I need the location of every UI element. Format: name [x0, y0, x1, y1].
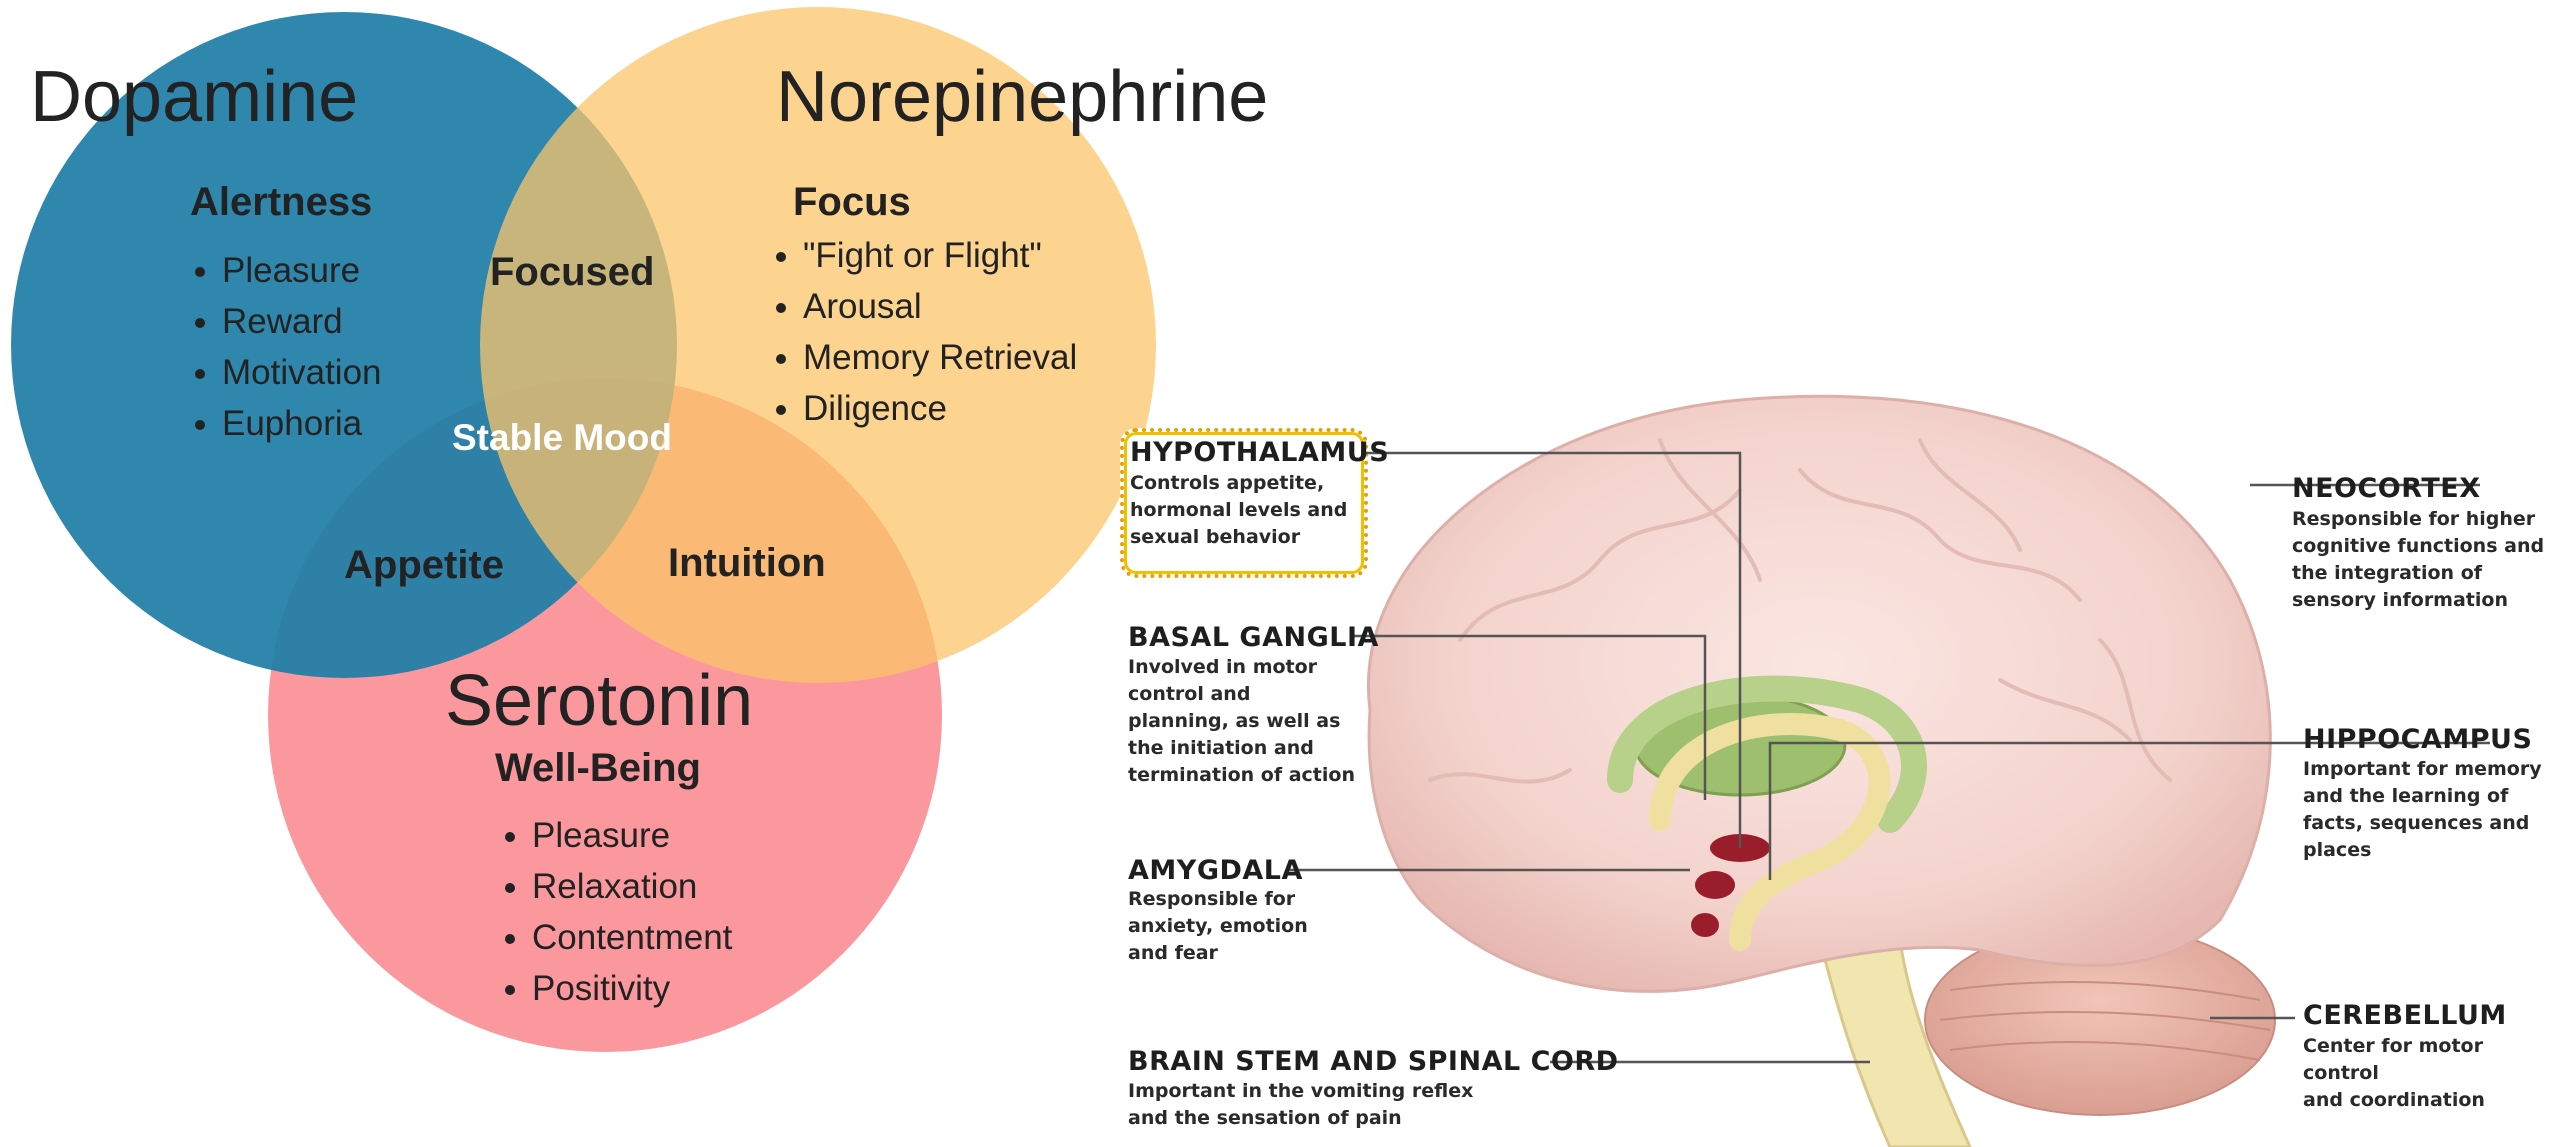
- basal-ganglia-desc: Involved in motor control and planning, …: [1128, 654, 1355, 789]
- serotonin-list: Pleasure Relaxation Contentment Positivi…: [496, 810, 732, 1014]
- norepinephrine-subtitle: Focus: [793, 180, 911, 225]
- list-item: Relaxation: [532, 861, 732, 912]
- list-item: "Fight or Flight": [803, 230, 1077, 281]
- hypothalamus-desc: Controls appetite, hormonal levels and s…: [1130, 470, 1347, 551]
- serotonin-subtitle: Well-Being: [495, 746, 701, 791]
- list-item: Pleasure: [222, 245, 382, 296]
- list-item: Contentment: [532, 912, 732, 963]
- overlap-appetite: Appetite: [344, 543, 504, 588]
- dopamine-list: Pleasure Reward Motivation Euphoria: [186, 245, 382, 449]
- list-item: Positivity: [532, 963, 732, 1014]
- overlap-intuition: Intuition: [668, 541, 826, 586]
- overlap-focused: Focused: [490, 250, 654, 295]
- serotonin-title: Serotonin: [445, 660, 753, 742]
- cerebellum-desc: Center for motor control and coordinatio…: [2303, 1033, 2554, 1114]
- norepinephrine-list: "Fight or Flight" Arousal Memory Retriev…: [767, 230, 1077, 434]
- hypothalamus-label: HYPOTHALAMUS: [1130, 437, 1389, 468]
- cerebellum-label: CEREBELLUM: [2303, 1000, 2507, 1031]
- neocortex-label: NEOCORTEX: [2292, 473, 2481, 504]
- list-item: Arousal: [803, 281, 1077, 332]
- dopamine-title: Dopamine: [30, 56, 358, 138]
- brain-stem-label: BRAIN STEM AND SPINAL CORD: [1128, 1046, 1619, 1077]
- list-item: Memory Retrieval: [803, 332, 1077, 383]
- list-item: Euphoria: [222, 398, 382, 449]
- overlap-stable-mood: Stable Mood: [452, 417, 672, 459]
- norepinephrine-title: Norepinephrine: [776, 56, 1268, 138]
- neocortex-desc: Responsible for higher cognitive functio…: [2292, 506, 2544, 614]
- brain-stem-desc: Important in the vomiting reflex and the…: [1128, 1078, 1473, 1132]
- list-item: Diligence: [803, 383, 1077, 434]
- amygdala-desc: Responsible for anxiety, emotion and fea…: [1128, 886, 1308, 967]
- list-item: Reward: [222, 296, 382, 347]
- dopamine-subtitle: Alertness: [190, 180, 372, 225]
- amygdala-shape: [1695, 871, 1735, 899]
- hippocampus-desc: Important for memory and the learning of…: [2303, 756, 2542, 864]
- list-item: Pleasure: [532, 810, 732, 861]
- list-item: Motivation: [222, 347, 382, 398]
- hippocampus-label: HIPPOCAMPUS: [2303, 724, 2532, 755]
- basal-ganglia-label: BASAL GANGLIA: [1128, 622, 1379, 653]
- amygdala-label: AMYGDALA: [1128, 855, 1303, 886]
